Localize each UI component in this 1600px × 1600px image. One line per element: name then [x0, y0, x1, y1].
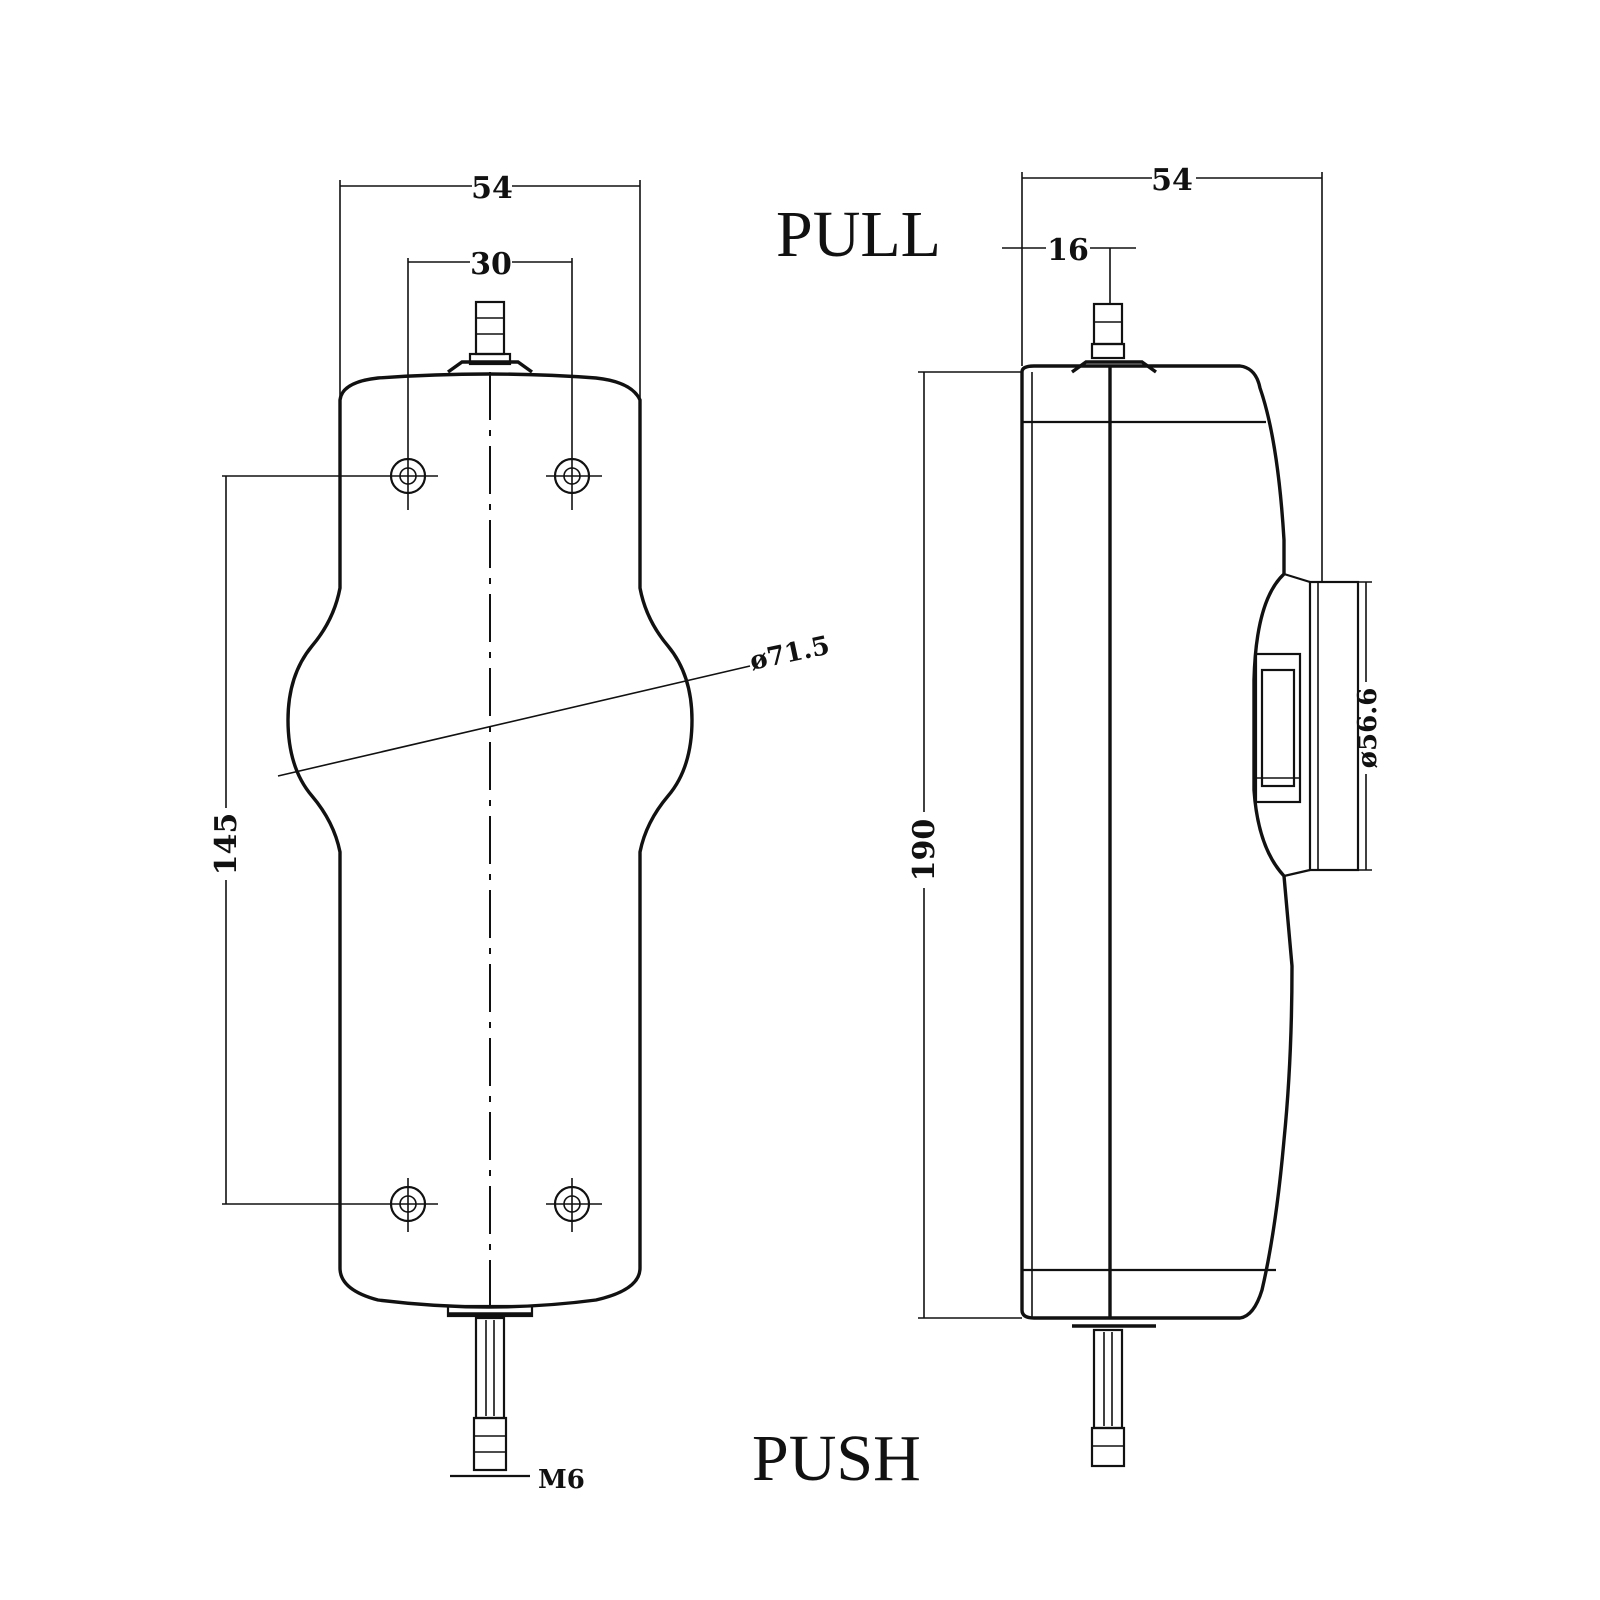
mounting-hole-top-left [382, 450, 438, 510]
side-height-label: 190 [907, 819, 942, 882]
mounting-hole-top-right [546, 450, 602, 510]
bulge-diameter-label: ø71.5 [747, 631, 832, 677]
front-width-label: 54 [471, 171, 513, 206]
front-width-dimension: 54 [339, 171, 641, 400]
side-height-dimension: 190 [907, 371, 1022, 1319]
front-bottom-shaft [446, 1304, 534, 1478]
mounting-hole-bottom-right [546, 1178, 602, 1232]
front-body-outline [286, 372, 694, 1309]
side-depth-dimension: 54 [1021, 163, 1323, 582]
thread-label: M6 [538, 1465, 585, 1495]
mounting-hole-bottom-left [382, 1178, 438, 1232]
hole-spacing-y-dimension: 145 [209, 475, 382, 1205]
front-top-shaft [447, 300, 533, 374]
front-view: 54 30 145 ø71.5 M6 [209, 171, 832, 1495]
shaft-offset-dimension: 16 [1002, 233, 1136, 304]
side-depth-label: 54 [1151, 163, 1193, 198]
hole-spacing-x-label: 30 [470, 247, 512, 282]
side-top-shaft [1071, 302, 1157, 374]
shaft-offset-label: 16 [1047, 233, 1089, 268]
side-bottom-shaft [1072, 1324, 1156, 1468]
pull-label: PULL [776, 198, 941, 271]
display-housing [1254, 572, 1360, 878]
display-diameter-dimension: ø56.6 [1322, 581, 1383, 871]
display-diameter-label: ø56.6 [1353, 688, 1383, 769]
bulge-diameter-dimension: ø71.5 [277, 631, 832, 777]
push-label: PUSH [752, 1422, 921, 1495]
side-view: 54 16 190 ø56.6 [907, 163, 1383, 1468]
side-body-outline [1020, 364, 1294, 1320]
hole-spacing-x-dimension: 30 [407, 247, 573, 450]
hole-spacing-y-label: 145 [209, 813, 244, 876]
